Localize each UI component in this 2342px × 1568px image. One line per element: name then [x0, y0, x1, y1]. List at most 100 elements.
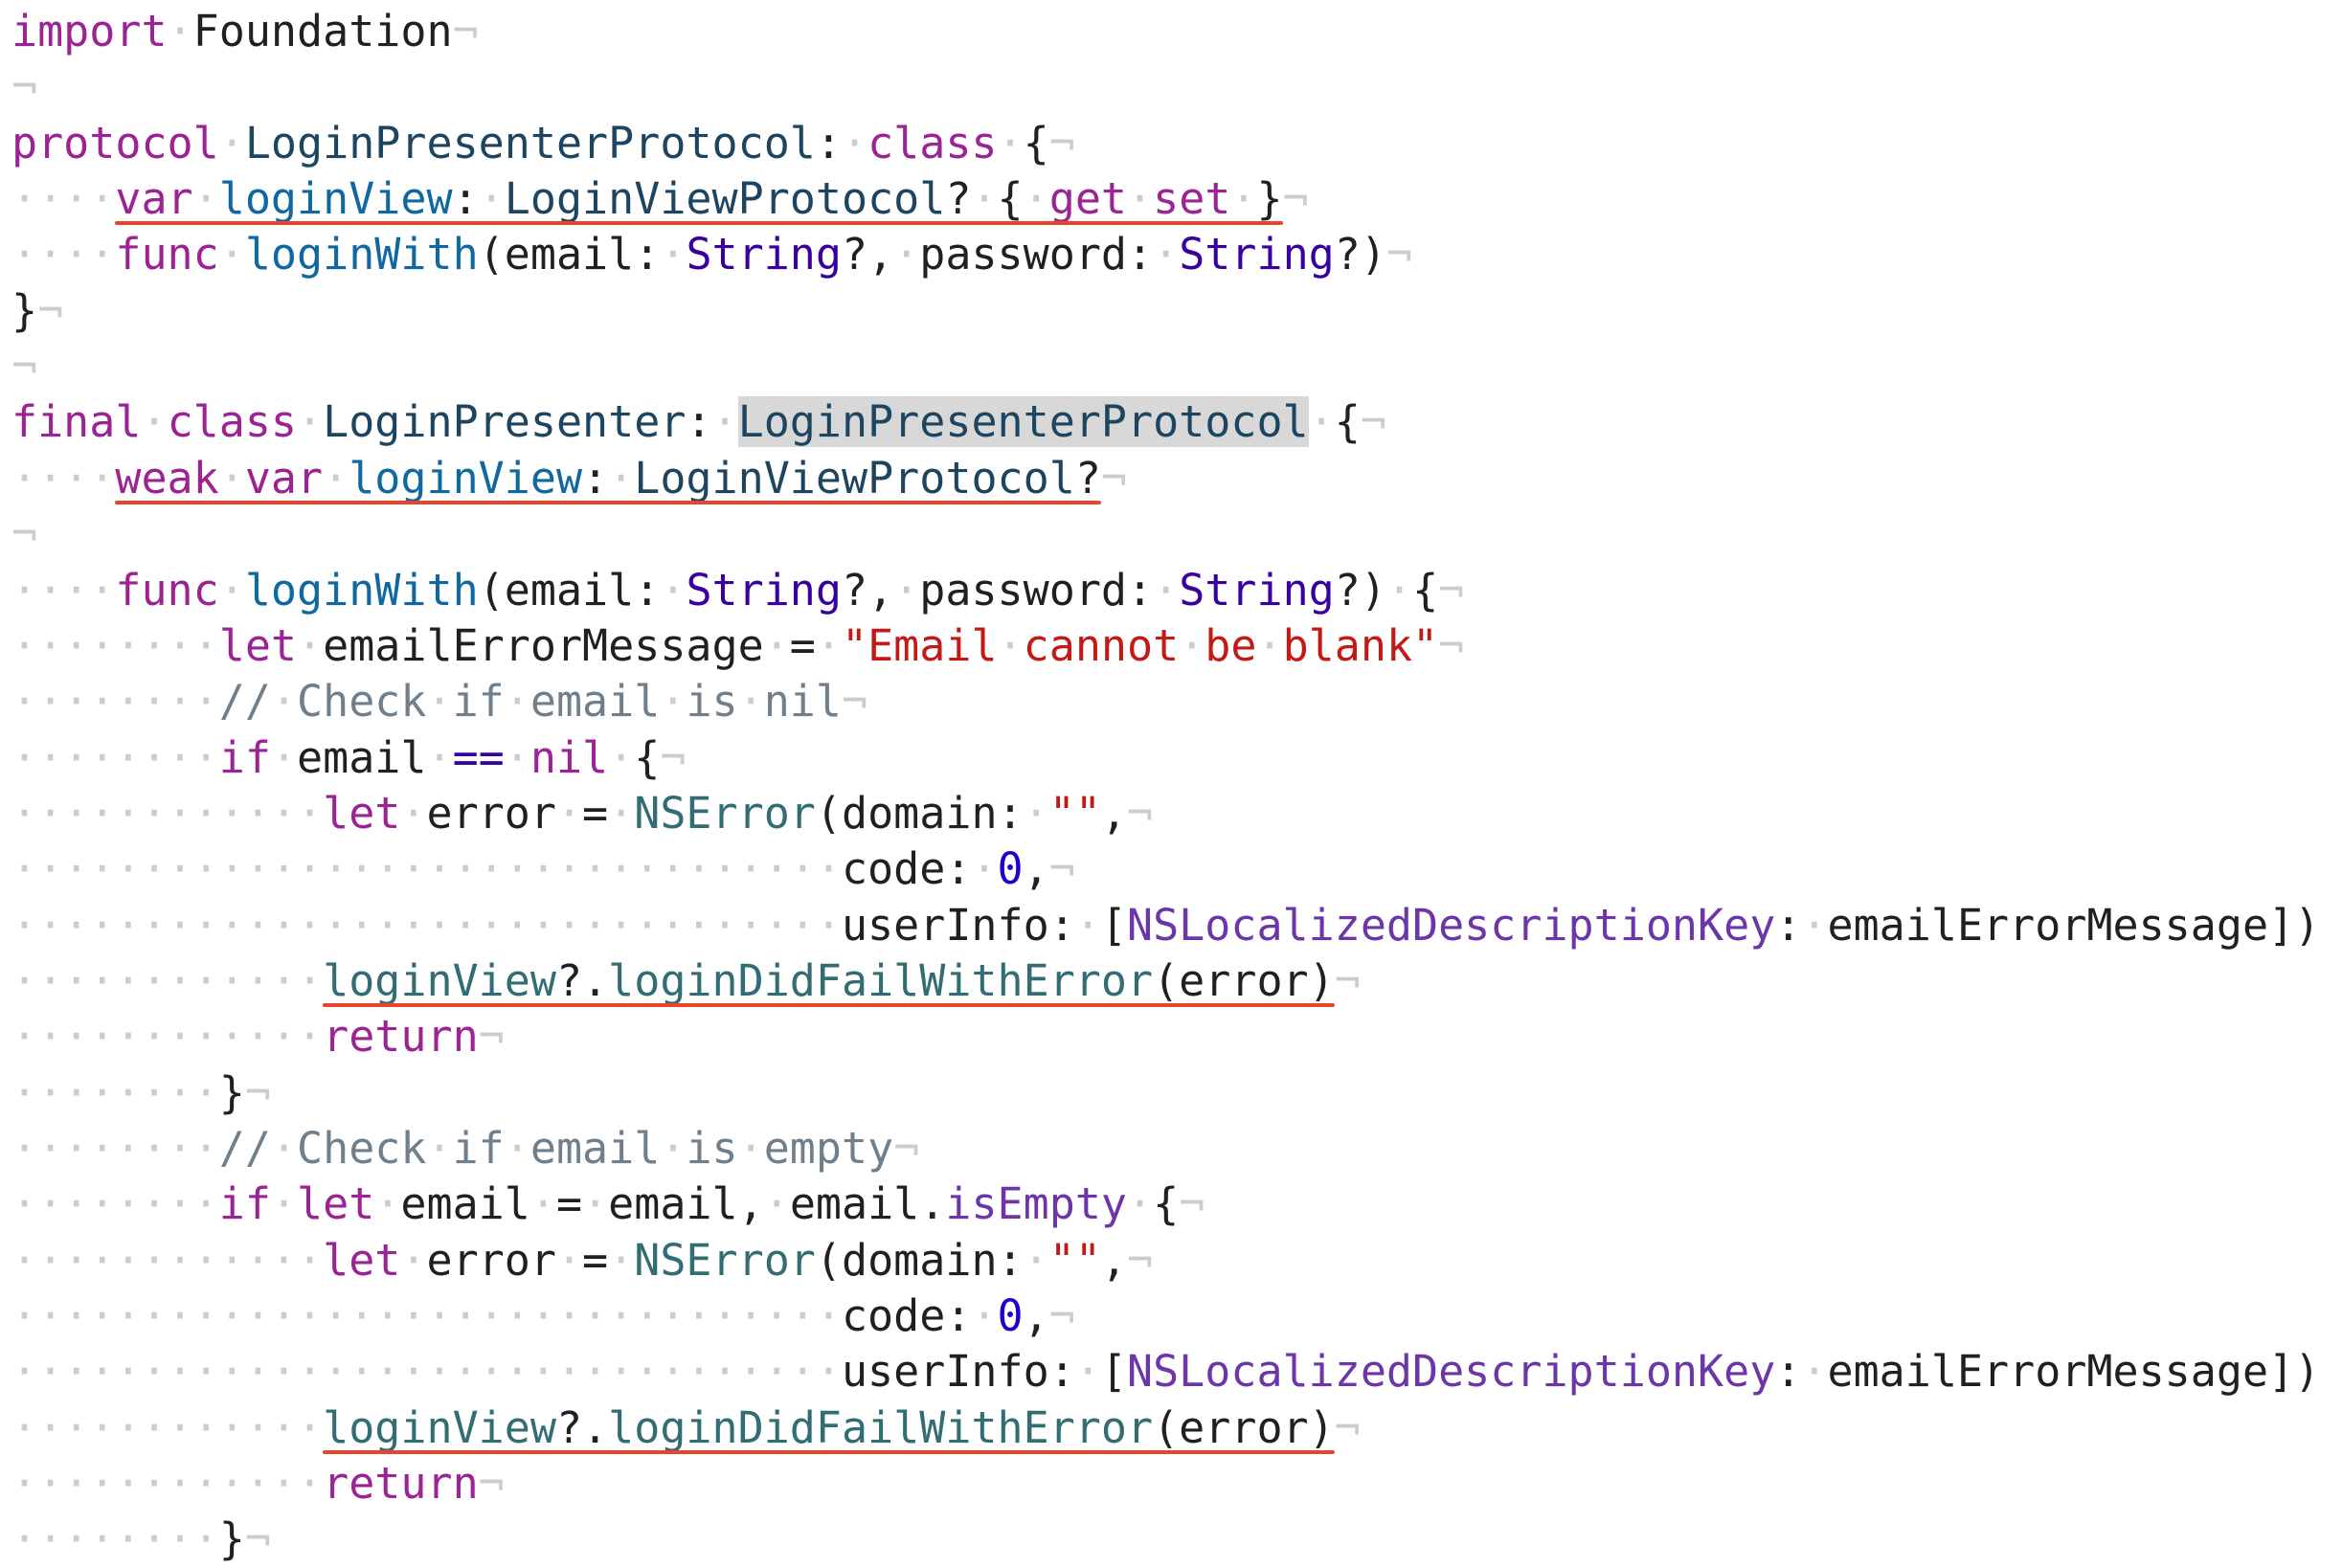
type-token: LoginViewProtocol — [634, 452, 1075, 504]
line-end-marker: ¬ — [1127, 787, 1154, 839]
code-line-19[interactable]: ············return¬ — [11, 1009, 505, 1064]
code-line-26[interactable]: ············loginView?.loginDidFailWithE… — [11, 1400, 1361, 1456]
whitespace-marker: · — [555, 787, 583, 839]
code-line-24[interactable]: ································code:·0,… — [11, 1288, 1075, 1344]
whitespace-marker: · — [1023, 787, 1049, 839]
comment-token: if — [452, 1123, 505, 1174]
code-line-4[interactable]: ····var·loginView:·LoginViewProtocol?·{·… — [11, 171, 1309, 227]
code-line-14[interactable]: ········if·email·==·nil·{¬ — [11, 730, 686, 786]
whitespace-marker: ········ — [11, 1066, 219, 1118]
whitespace-marker: · — [400, 1234, 427, 1286]
whitespace-marker: ···· — [11, 229, 116, 280]
code-line-28[interactable]: ········}¬ — [11, 1512, 271, 1567]
declaration-token: loginView — [349, 452, 583, 504]
whitespace-marker: · — [555, 1234, 583, 1286]
whitespace-marker: · — [841, 117, 868, 168]
code-line-16[interactable]: ································code:·0,… — [11, 841, 1075, 897]
highlight-underline — [323, 1003, 1335, 1007]
keyword-token: var — [244, 452, 324, 504]
whitespace-marker: · — [997, 117, 1024, 168]
code-line-2[interactable]: ¬ — [11, 59, 37, 115]
code-token: userInfo: — [841, 899, 1075, 951]
highlight-underline — [115, 221, 1283, 225]
string-literal-token: "" — [1048, 787, 1101, 839]
whitespace-marker: · — [426, 1123, 453, 1174]
whitespace-marker: ············ — [11, 954, 324, 1006]
whitespace-marker: ···· — [11, 173, 116, 225]
whitespace-marker: · — [141, 396, 168, 448]
line-end-marker: ¬ — [1334, 1401, 1361, 1453]
code-token: : — [686, 396, 712, 448]
code-token: emailErrorMessage — [323, 619, 764, 671]
code-line-7[interactable]: ¬ — [11, 339, 37, 394]
type-token: LoginPresenter — [323, 396, 687, 448]
comment-token: empty — [763, 1123, 894, 1174]
code-token: ?, — [842, 564, 894, 616]
code-token: ? — [945, 173, 972, 225]
line-end-marker: ¬ — [842, 676, 868, 728]
comment-token: // — [218, 676, 271, 728]
whitespace-marker: ········ — [11, 1178, 219, 1230]
string-literal-token: blank" — [1282, 619, 1439, 671]
system-type-token: String — [1179, 229, 1335, 280]
code-line-1[interactable]: import·Foundation¬ — [11, 4, 479, 59]
code-line-21[interactable]: ········//·Check·if·email·is·empty¬ — [11, 1121, 919, 1176]
comment-token: if — [452, 676, 505, 728]
code-token: = — [582, 787, 609, 839]
whitespace-marker: ········ — [11, 676, 219, 728]
line-end-marker: ¬ — [478, 1458, 505, 1510]
keyword-token: var — [115, 173, 193, 225]
code-line-25[interactable]: ································userInfo… — [11, 1344, 2320, 1400]
line-end-marker: ¬ — [1282, 173, 1309, 225]
code-line-17[interactable]: ································userInfo… — [11, 898, 2320, 953]
whitespace-marker: · — [711, 396, 738, 448]
code-line-15[interactable]: ············let·error·=·NSError(domain:·… — [11, 786, 1153, 841]
comment-token: is — [686, 676, 738, 728]
code-line-12[interactable]: ········let·emailErrorMessage·=·"Email·c… — [11, 618, 1464, 674]
system-type-token: == — [452, 731, 505, 783]
whitespace-marker: · — [1385, 564, 1413, 616]
whitespace-marker: · — [504, 1123, 530, 1174]
code-line-8[interactable]: final·class·LoginPresenter:·LoginPresent… — [11, 394, 1386, 450]
code-line-6[interactable]: }¬ — [11, 283, 63, 339]
code-token: { — [997, 173, 1024, 225]
code-token: ?) — [1334, 229, 1386, 280]
whitespace-marker: · — [737, 676, 764, 728]
code-token: email — [297, 731, 427, 783]
whitespace-marker: · — [400, 787, 427, 839]
code-line-13[interactable]: ········//·Check·if·email·is·nil¬ — [11, 674, 867, 729]
code-token: (email: — [478, 229, 661, 280]
code-line-18[interactable]: ············loginView?.loginDidFailWithE… — [11, 953, 1361, 1009]
whitespace-marker: ···· — [11, 452, 116, 504]
keyword-token: nil — [529, 731, 609, 783]
line-end-marker: ¬ — [1048, 843, 1075, 895]
whitespace-marker: ································ — [11, 1290, 842, 1342]
whitespace-marker: · — [270, 1123, 298, 1174]
code-token: error — [426, 787, 556, 839]
whitespace-marker: · — [1023, 173, 1049, 225]
code-token: : — [582, 452, 609, 504]
code-line-3[interactable]: protocol·LoginPresenterProtocol:·class·{… — [11, 116, 1075, 171]
code-line-27[interactable]: ············return¬ — [11, 1456, 505, 1512]
code-token: email. — [789, 1178, 946, 1230]
code-line-5[interactable]: ····func·loginWith(email:·String?,·passw… — [11, 227, 1412, 282]
whitespace-marker: ············ — [11, 787, 324, 839]
code-line-11[interactable]: ····func·loginWith(email:·String?,·passw… — [11, 563, 1464, 618]
code-line-22[interactable]: ········if·let·email·=·email,·email.isEm… — [11, 1176, 1205, 1232]
code-token: , — [1023, 1290, 1049, 1342]
code-line-23[interactable]: ············let·error·=·NSError(domain:·… — [11, 1233, 1153, 1288]
code-line-20[interactable]: ········}¬ — [11, 1065, 271, 1121]
code-token: ? — [1074, 452, 1101, 504]
whitespace-marker: · — [1179, 619, 1205, 671]
system-type-token: String — [686, 564, 842, 616]
code-token: } — [11, 284, 38, 336]
code-line-10[interactable]: ¬ — [11, 506, 37, 562]
code-token: ?, — [842, 229, 894, 280]
code-token: { — [1153, 1178, 1180, 1230]
whitespace-marker: · — [374, 1178, 401, 1230]
whitespace-marker: ································ — [11, 1346, 842, 1398]
code-line-9[interactable]: ····weak·var·loginView:·LoginViewProtoco… — [11, 451, 1127, 506]
system-call-token: loginDidFailWithError — [608, 1401, 1154, 1453]
whitespace-marker: ············ — [11, 1011, 324, 1063]
